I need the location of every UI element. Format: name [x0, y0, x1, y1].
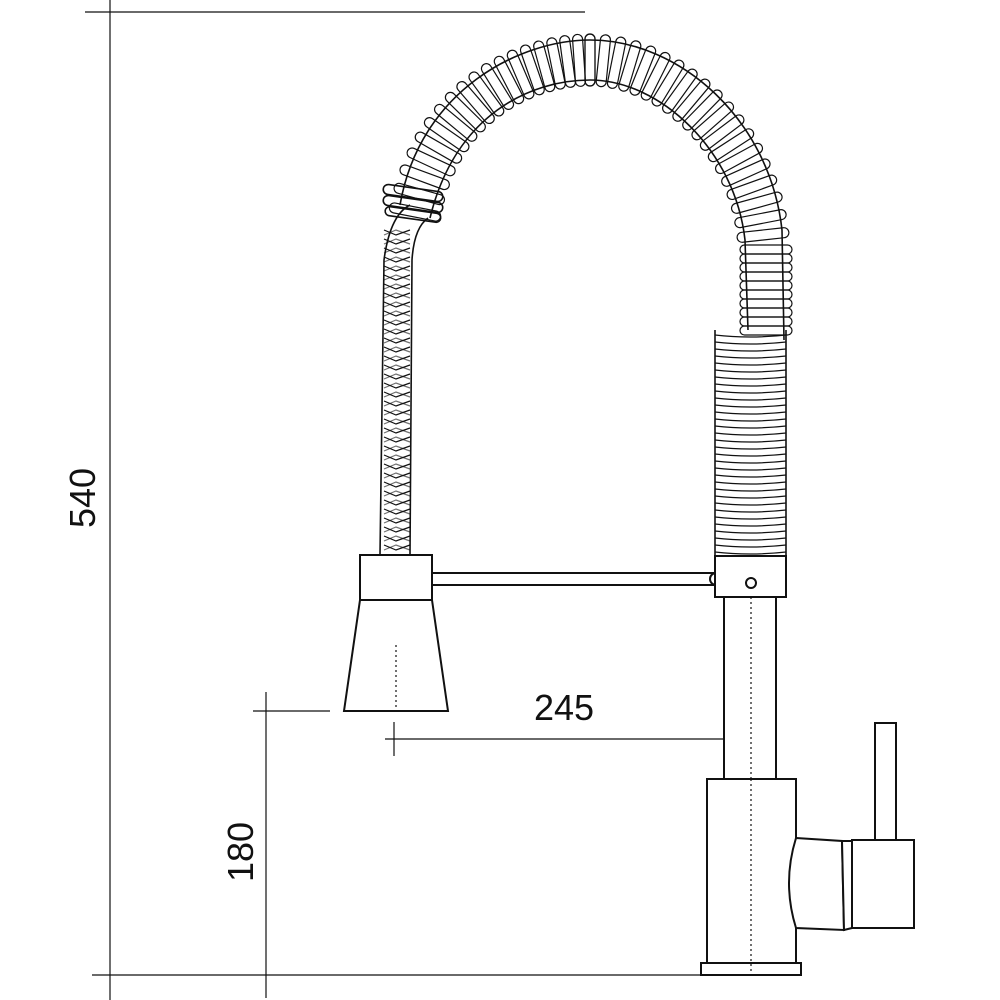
faucet-body — [700, 778, 802, 976]
column-collar — [714, 555, 787, 598]
coil-arch-rings — [388, 33, 793, 336]
dimension-spout-height: 180 — [220, 692, 330, 998]
coil-straight-rings — [714, 330, 787, 556]
hose-braid-pattern — [383, 229, 411, 551]
dimension-total-height: 540 — [62, 0, 800, 1000]
spout-reach-label: 245 — [534, 687, 594, 728]
faucet-column — [723, 596, 777, 780]
lever-handle — [788, 722, 915, 932]
spring-coil — [382, 33, 793, 556]
dimension-spout-reach: 245 — [385, 687, 765, 756]
holder-arm — [431, 572, 723, 586]
total-height-label: 540 — [62, 468, 103, 528]
spout-height-label: 180 — [220, 822, 261, 882]
braided-hose — [379, 204, 429, 556]
spray-head — [342, 554, 450, 712]
